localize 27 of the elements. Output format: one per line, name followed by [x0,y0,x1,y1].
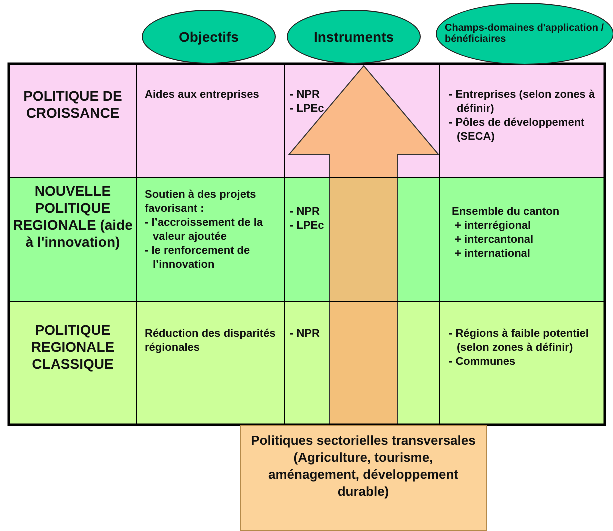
column-heading: Champs-domaines d'application / bénéficiaires [444,23,606,45]
list-item: - LPEc [290,219,326,233]
list-item: - Communes [449,355,517,369]
list-item: - NPR [290,205,321,219]
list-item: - NPR [290,327,321,341]
column-heading: Instruments [312,29,396,45]
cell-text: Ensemble du canton [452,205,561,219]
cell-text: + international [455,247,532,261]
list-item: - LPEc [290,102,326,116]
policy-box [240,425,487,531]
cell-text: Soutien à des projets favorisant : [145,188,258,216]
box-text: Politiques sectorielles transversales (Agriculture, tourisme, aménagement, développement durable) [250,432,477,500]
block-arrow [288,65,440,426]
cell-text: + interrégional [455,219,532,233]
cell-text: Réduction des disparités régionales [145,327,277,355]
list-item: - Régions à faible potentiel (selon zones à définir) [449,327,590,355]
list-item: - le renforcement de l’innovation [145,244,252,272]
list-item: - Pôles de développement (SECA) [449,116,586,144]
list-item: - NPR [290,88,321,102]
row-heading: NOUVELLE POLITIQUE REGIONALE (aide à l'innovation) [12,183,134,251]
list-item: - l’accroissement de la valeur ajoutée [145,216,264,244]
row-heading: POLITIQUE REGIONALE CLASSIQUE [30,322,116,373]
row-heading: POLITIQUE DE CROISSANCE [22,88,124,122]
list-item: - Entreprises (selon zones à définir) [449,88,596,116]
column-heading: Objectifs [178,29,240,45]
cell-text: + intercantonal [455,233,535,247]
cell-text: Aides aux entreprises [145,88,260,102]
